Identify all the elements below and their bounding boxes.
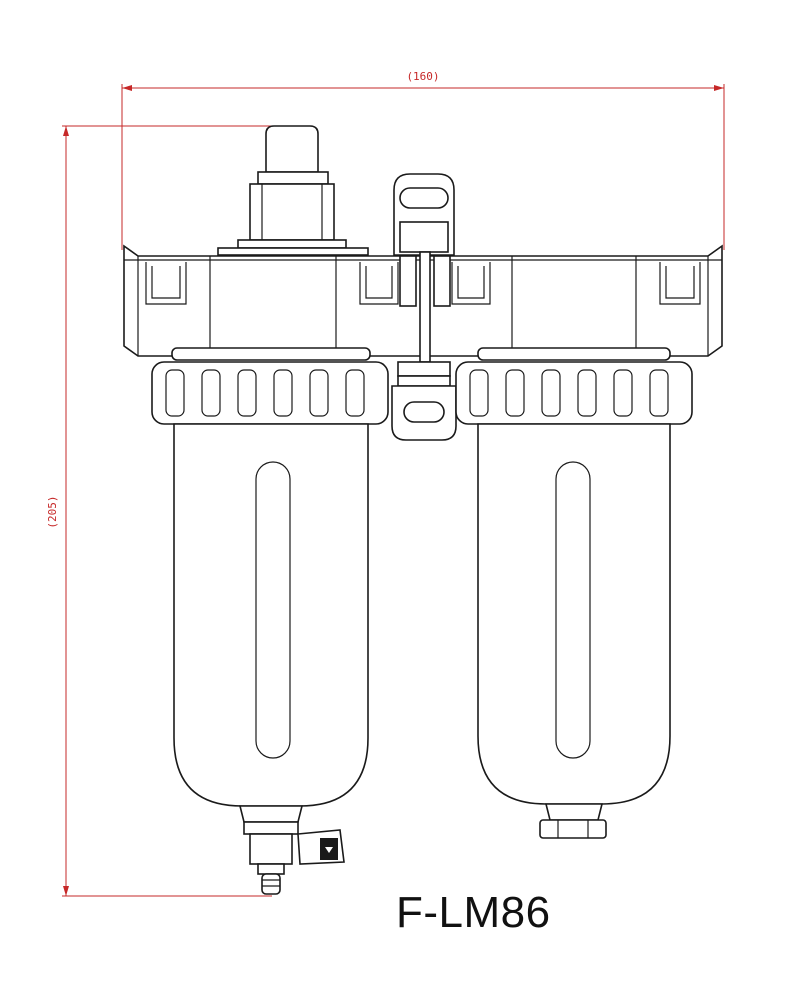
head-block (123, 244, 723, 363)
width-dimension: (160) (121, 70, 725, 250)
model-number: F-LM86 (396, 888, 551, 937)
left-bowl-assembly (151, 361, 389, 895)
regulator-knob (217, 125, 369, 256)
width-dimension-label: (160) (406, 70, 439, 83)
right-bowl-assembly (455, 361, 693, 839)
mounting-bracket (393, 173, 455, 256)
coupling-clip (391, 361, 457, 441)
height-dimension: (205) (46, 125, 292, 897)
height-dimension-label: (205) (46, 495, 59, 528)
